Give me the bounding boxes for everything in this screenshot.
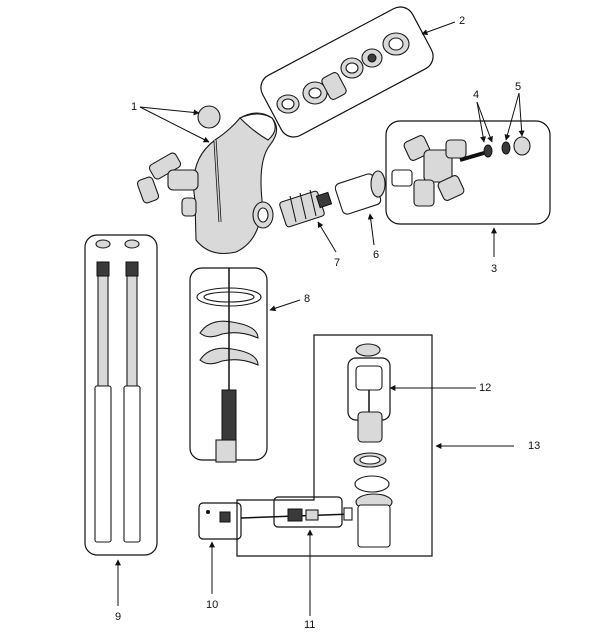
cartridge <box>279 189 333 228</box>
part-group-hoses <box>84 234 158 556</box>
callout-5: 5 <box>515 81 521 93</box>
callout-6: 6 <box>373 249 379 261</box>
knob <box>197 105 221 129</box>
pivot-rod-frame <box>273 496 343 528</box>
part-group-handle <box>385 120 551 225</box>
handle-frame <box>385 120 551 225</box>
part-group-seals <box>260 6 434 138</box>
part-group-drain-rod <box>189 267 268 463</box>
callout-2: 2 <box>459 15 465 27</box>
pivot-plate <box>198 502 242 540</box>
part-group-popup-drain <box>236 334 433 557</box>
callout-8: 8 <box>304 293 310 305</box>
cap <box>334 170 386 215</box>
callout-4: 4 <box>473 89 479 101</box>
hoses-frame <box>84 234 158 556</box>
callout-11: 11 <box>304 619 315 631</box>
callout-13: 13 <box>528 440 540 452</box>
callout-7: 7 <box>334 257 340 269</box>
popup-drain-frame <box>236 334 433 557</box>
callout-12: 12 <box>479 382 491 394</box>
faucet-body <box>136 105 278 255</box>
callout-labels: 1 2 3 4 5 6 7 8 9 10 11 12 13 <box>115 15 540 631</box>
callout-1: 1 <box>131 101 137 113</box>
leader-lines <box>115 21 525 616</box>
callout-9: 9 <box>115 611 121 623</box>
callout-3: 3 <box>491 263 497 275</box>
callout-10: 10 <box>206 599 218 611</box>
part-pivot <box>198 496 353 540</box>
